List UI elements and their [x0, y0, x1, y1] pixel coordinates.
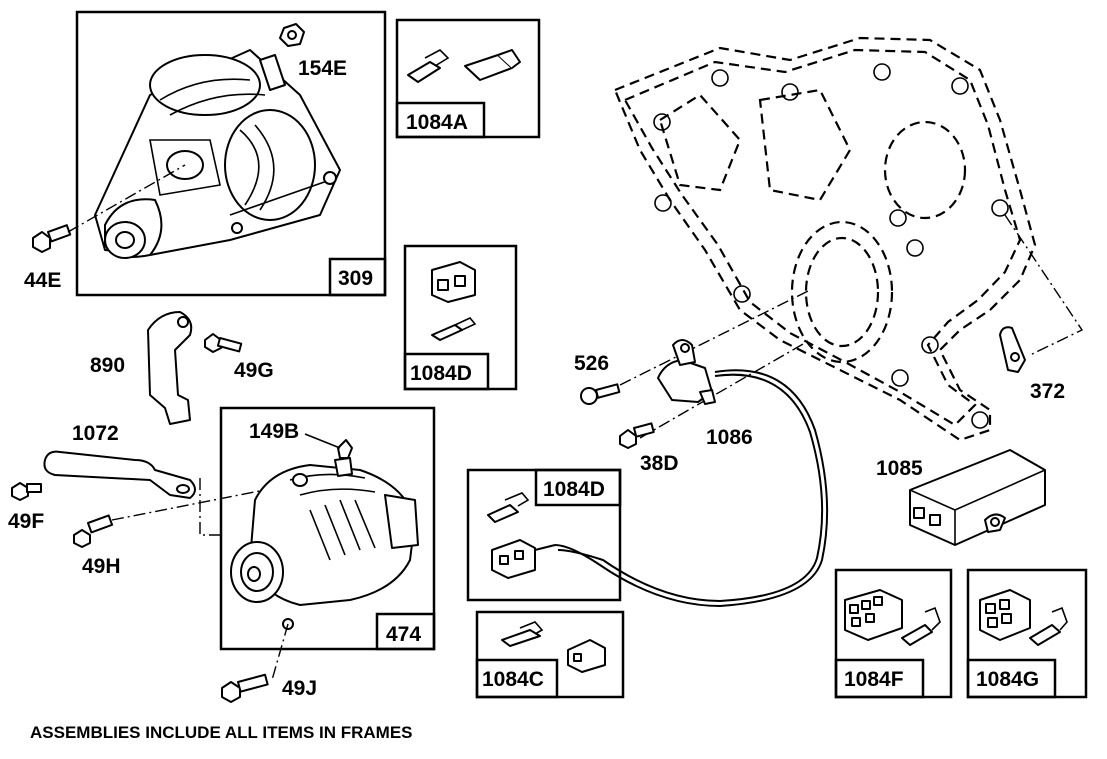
starter-motor: [94, 49, 341, 259]
bolt-49F: [11, 482, 42, 501]
bolt-38D: 38D: [619, 422, 679, 475]
cover-line-1: [619, 289, 811, 386]
bracket-1072: 1072 49F 49H: [8, 422, 291, 578]
label-49F: 49F: [8, 510, 44, 533]
label-1084D-top: 1084D: [410, 362, 472, 385]
sensor-wire-2: [557, 373, 824, 603]
sensor-1086: 1086: [657, 339, 753, 449]
cover-line-372: [1004, 214, 1084, 356]
frame-1084D-top-label-box: [403, 352, 490, 391]
frame-1084A-label-box: [395, 101, 486, 139]
connector-1084D-top: 1084D: [403, 244, 518, 391]
bracket-890: 890 49G: [90, 311, 274, 425]
starter-assembly: 154E 44E 309: [24, 10, 387, 297]
bolt-526: 526: [574, 352, 621, 405]
label-1086: 1086: [706, 426, 753, 449]
bracket-drop-line: [199, 478, 225, 536]
label-890: 890: [90, 354, 125, 377]
assemblies-note: ASSEMBLIES INCLUDE ALL ITEMS IN FRAMES: [30, 723, 413, 742]
connector-1084D-mid: 1084D: [466, 468, 622, 602]
label-38D: 38D: [640, 452, 679, 475]
clip-372: 372: [999, 326, 1065, 403]
engine-cover: [613, 36, 1037, 442]
frame-1084G-label-box: [966, 658, 1057, 699]
label-49G: 49G: [234, 359, 274, 382]
cover-line-2: [639, 339, 811, 439]
frame-474: [219, 406, 436, 651]
connector-1084G: 1084G: [966, 568, 1088, 699]
bolt-44E: [32, 224, 72, 253]
label-1085: 1085: [876, 457, 923, 480]
connector-1084F: 1084F: [834, 568, 953, 699]
label-44E: 44E: [24, 269, 61, 292]
label-1084G: 1084G: [976, 668, 1039, 691]
label-526: 526: [574, 352, 609, 375]
label-1084A: 1084A: [406, 111, 468, 134]
starter-bolt-line: [67, 164, 186, 233]
frame-309: [75, 10, 387, 297]
leader-149B: [304, 433, 341, 449]
frame-474-label-box: [375, 612, 436, 651]
regulator-1085: 1085: [876, 449, 1046, 546]
label-49J: 49J: [282, 677, 317, 700]
label-49H: 49H: [82, 555, 121, 578]
label-1084F: 1084F: [844, 668, 904, 691]
connector-1084A: 1084A: [395, 18, 541, 139]
label-1072: 1072: [72, 422, 119, 445]
alternator-assembly: 149B 474: [219, 406, 436, 681]
label-372: 372: [1030, 380, 1065, 403]
alternator: [230, 439, 419, 630]
label-309: 309: [338, 267, 373, 290]
frame-309-label-box: [328, 257, 387, 297]
label-154E: 154E: [298, 57, 347, 80]
alternator-bolt-line: [271, 623, 289, 681]
frame-1084F-label-box: [834, 658, 925, 699]
label-474: 474: [386, 623, 421, 646]
label-149B: 149B: [249, 420, 299, 443]
bolt-49H: [73, 514, 114, 548]
frame-1084D-mid-label-box: [534, 468, 622, 507]
bolt-49J: 49J: [221, 673, 317, 703]
connector-1084C: 1084C: [475, 610, 625, 699]
bracket-bolt-line: [111, 484, 291, 521]
frame-1084C-label-box: [475, 658, 559, 699]
sensor-wire: [554, 369, 829, 608]
label-1084C: 1084C: [482, 668, 544, 691]
label-1084D-mid: 1084D: [543, 478, 605, 501]
